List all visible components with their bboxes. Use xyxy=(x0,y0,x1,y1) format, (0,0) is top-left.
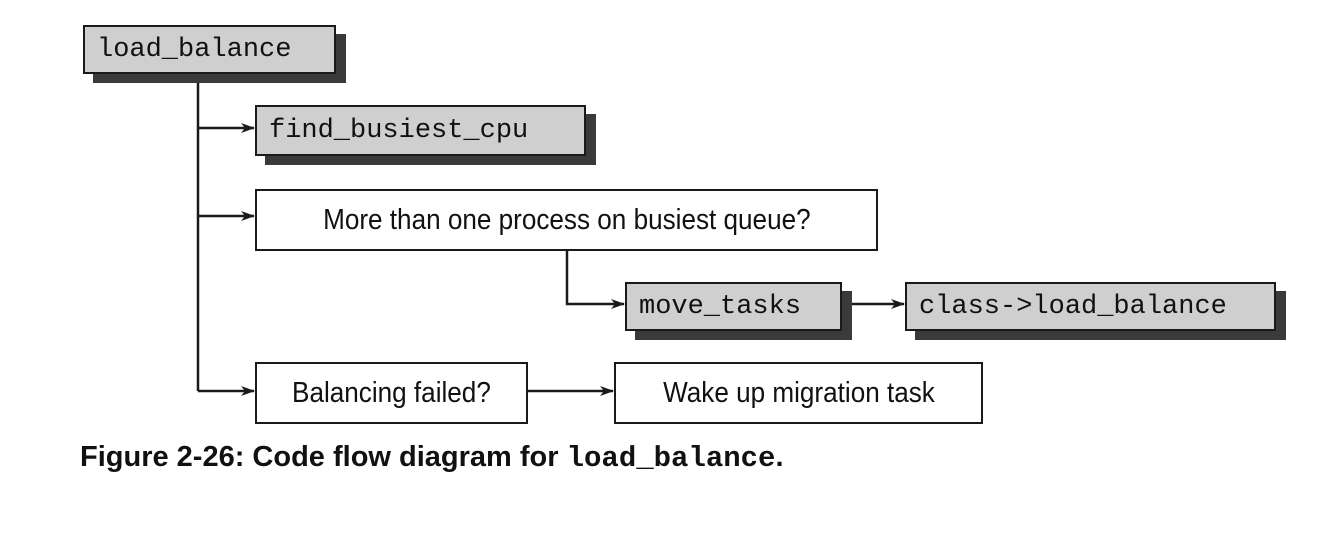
node-wake-up-migration-task: Wake up migration task xyxy=(614,362,983,424)
node-balancing-failed: Balancing failed? xyxy=(255,362,528,424)
node-move-tasks-label: move_tasks xyxy=(639,291,802,322)
node-more-than-one-process: More than one process on busiest queue? xyxy=(255,189,878,251)
node-find-busiest-cpu-label: find_busiest_cpu xyxy=(269,115,529,146)
arrow-to-move-tasks xyxy=(565,251,625,309)
caption-suffix: . xyxy=(775,441,784,473)
node-more-than-one-process-label: More than one process on busiest queue? xyxy=(322,203,811,236)
node-load-balance-label: load_balance xyxy=(97,34,292,65)
node-move-tasks: move_tasks xyxy=(625,282,842,331)
caption-prefix: Figure 2-26: Code flow diagram for xyxy=(80,441,567,473)
node-class-load-balance: class->load_balance xyxy=(905,282,1276,331)
node-balancing-failed-label: Balancing failed? xyxy=(292,376,491,409)
node-wake-up-migration-task-label: Wake up migration task xyxy=(662,376,935,409)
figure-caption: Figure 2-26: Code flow diagram for load_… xyxy=(80,441,784,481)
node-load-balance: load_balance xyxy=(83,25,336,74)
caption-code: load_balance xyxy=(566,442,776,475)
node-find-busiest-cpu: find_busiest_cpu xyxy=(255,105,586,156)
node-class-load-balance-label: class->load_balance xyxy=(919,291,1227,322)
